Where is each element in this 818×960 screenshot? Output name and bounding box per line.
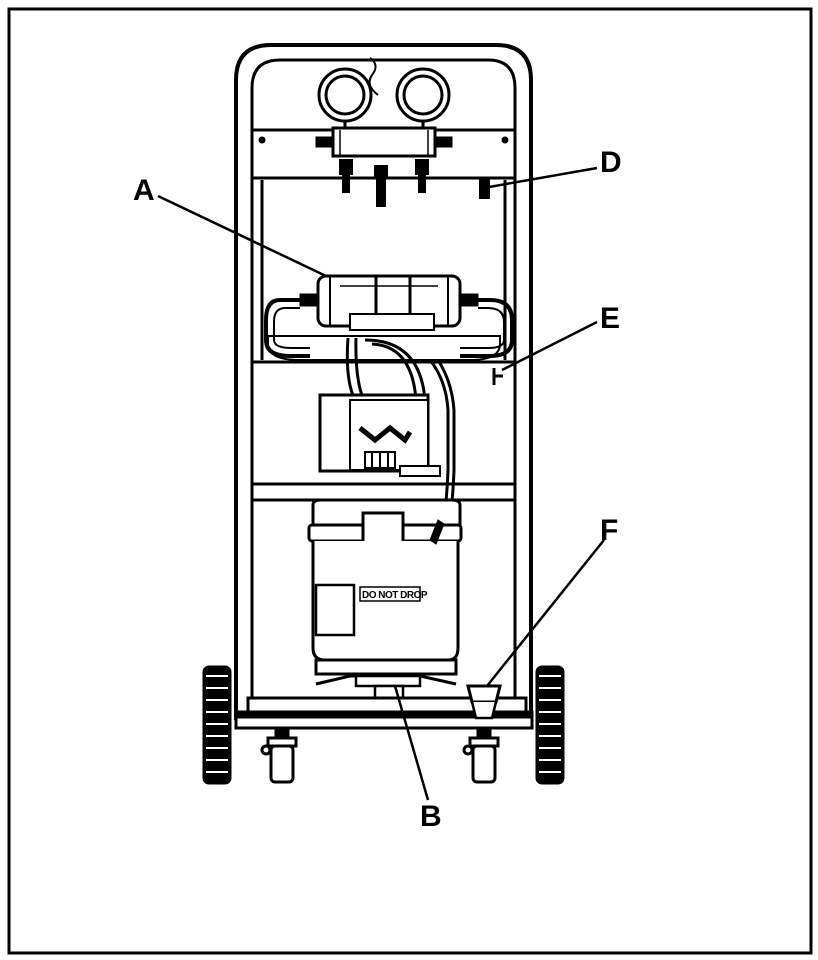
right-caster — [462, 726, 500, 784]
cart-frame — [234, 43, 533, 720]
leader-line-a — [157, 194, 327, 278]
leader-line-d — [488, 166, 598, 189]
callout-d: D — [600, 146, 622, 179]
callout-e: E — [600, 302, 620, 335]
callout-b: B — [420, 800, 442, 833]
tank-warning-label: DO NOT DROP — [362, 590, 428, 601]
callout-a: A — [133, 174, 155, 207]
filter-assembly — [264, 274, 514, 361]
callout-f: F — [600, 514, 618, 547]
hose-fittings — [339, 159, 490, 207]
leader-line-b — [393, 685, 430, 801]
left-caster — [260, 726, 298, 784]
left-wheel — [202, 665, 232, 785]
leader-line-e — [501, 320, 598, 372]
pressure-gauges — [317, 67, 451, 130]
leader-line-f — [486, 539, 605, 687]
compressor — [318, 393, 441, 477]
base-platform — [234, 674, 534, 730]
refrigerant-tank — [307, 498, 463, 676]
right-wheel — [535, 665, 565, 785]
inner-rails — [252, 180, 515, 502]
figure-border — [7, 7, 813, 955]
leader-lines — [157, 166, 605, 801]
